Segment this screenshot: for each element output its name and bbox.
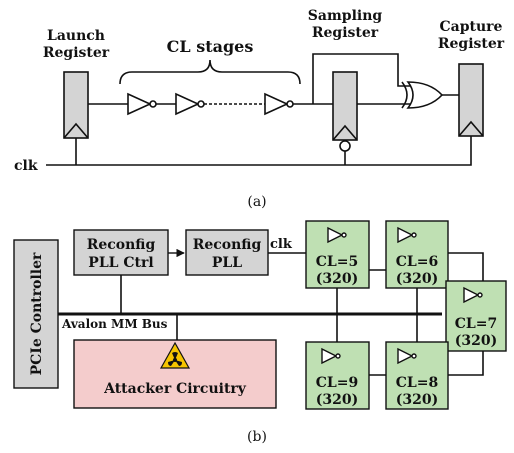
pcie-controller-box (13, 239, 59, 389)
reconfig-pll-ctrl-box (73, 229, 169, 276)
launch-register-label-line2: Register (43, 45, 110, 61)
cl6-box (385, 220, 449, 289)
cl7-box (445, 280, 507, 352)
reconfig-pll-ctrl-label-line1: Reconfig (87, 237, 156, 253)
cl8-buffer-icon (397, 347, 414, 365)
sampling-register-label-line2: Register (312, 25, 379, 41)
launch-register-clock-triangle (63, 122, 89, 139)
cl7-count: (320) (455, 333, 497, 349)
cl8-box (385, 341, 449, 410)
reconfig-pll-ctrl-label-line2: PLL Ctrl (88, 255, 153, 271)
radiation-hazard-icon (159, 341, 191, 369)
caption-b: (b) (247, 429, 267, 445)
xor-gate (406, 81, 444, 109)
cl8-label: CL=8 (396, 375, 438, 391)
sampling-register-clock-triangle (332, 124, 358, 141)
cl9-box (305, 341, 370, 410)
sampling-clock-inverter-bubble (339, 140, 351, 152)
panel-b-labels: PCIe Controller Reconfig PLL Ctrl Reconf… (29, 237, 497, 445)
clock-line-a (46, 136, 472, 166)
launch-register-label-line1: Launch (47, 28, 105, 44)
cl9-buffer-icon (321, 347, 338, 365)
cl-buffer-symbols (321, 226, 483, 365)
reconfig-pll-label-line1: Reconfig (193, 237, 262, 253)
capture-register (458, 63, 484, 137)
cl9-label: CL=9 (316, 375, 358, 391)
capture-register-label-line1: Capture (440, 19, 503, 35)
cl-stages-brace (119, 59, 301, 85)
avalon-bus-label: Avalon MM Bus (61, 317, 168, 331)
reconfig-pll-label-line2: PLL (212, 255, 242, 271)
cl5-label: CL=5 (316, 254, 358, 270)
panel-a-labels: Launch Register CL stages Sampling Regis… (14, 8, 505, 210)
cl6-buffer-icon (397, 226, 414, 244)
cl6-count: (320) (396, 271, 438, 287)
reconfig-pll-box (185, 229, 269, 276)
panel-b-boxes (13, 220, 507, 410)
cl8-count: (320) (396, 392, 438, 408)
sampling-register (332, 71, 358, 141)
caption-a: (a) (247, 194, 266, 210)
launch-register (63, 71, 89, 139)
sampling-register-label-line1: Sampling (308, 8, 383, 24)
cl6-label: CL=6 (396, 254, 438, 270)
pcie-controller-label: PCIe Controller (29, 252, 45, 375)
panel-a (46, 53, 484, 166)
capture-register-clock-triangle (458, 120, 484, 137)
clk-label-b: clk (270, 237, 293, 252)
attacker-circuitry-label: Attacker Circuitry (103, 381, 247, 397)
panel-b-wires (58, 252, 484, 376)
cl5-count: (320) (316, 271, 358, 287)
cl7-label: CL=7 (455, 316, 497, 332)
cl7-buffer-icon (463, 286, 480, 304)
clk-label-a: clk (14, 158, 38, 174)
inverter-3 (264, 92, 289, 116)
inverter-1 (127, 92, 152, 116)
cl9-count: (320) (316, 392, 358, 408)
capture-register-label-line2: Register (438, 36, 505, 52)
inverter-2 (175, 92, 200, 116)
cl5-buffer-icon (327, 226, 344, 244)
cl-stages-label: CL stages (167, 37, 254, 56)
